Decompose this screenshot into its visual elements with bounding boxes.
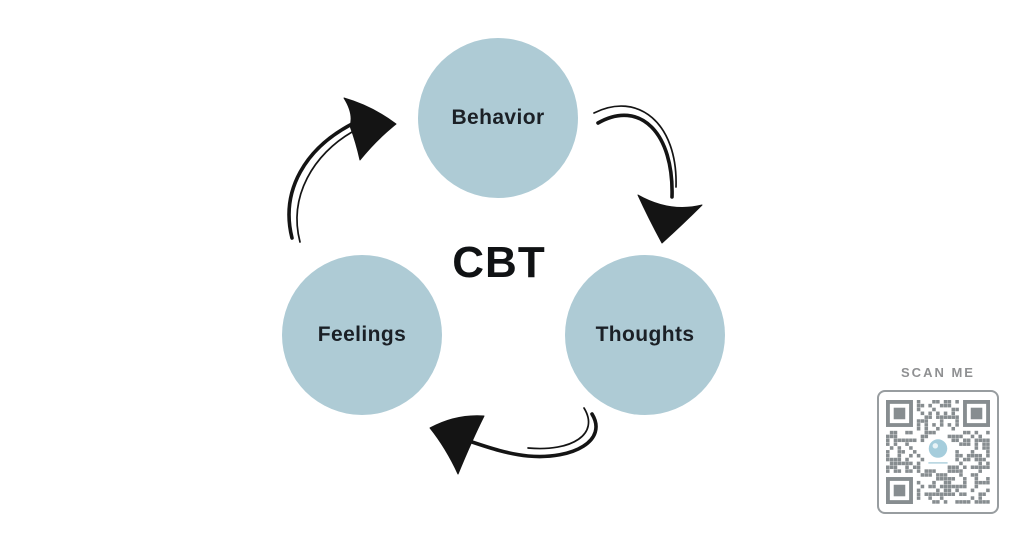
node-thoughts-label: Thoughts bbox=[595, 323, 695, 346]
scan-me-label: SCAN ME bbox=[901, 365, 975, 380]
curved-arrow-thoughts-to-feelings-icon bbox=[429, 407, 598, 475]
curved-arrow-behavior-to-thoughts-icon bbox=[593, 105, 703, 244]
qr-code bbox=[877, 390, 999, 514]
qr-code-svg bbox=[886, 400, 990, 504]
curved-arrow-feelings-to-behavior-icon bbox=[287, 97, 397, 243]
node-behavior-label: Behavior bbox=[451, 106, 545, 129]
node-thoughts: Thoughts bbox=[565, 255, 725, 415]
node-feelings-label: Feelings bbox=[317, 323, 407, 346]
center-title: CBT bbox=[452, 238, 546, 287]
node-feelings: Feelings bbox=[282, 255, 442, 415]
node-behavior: Behavior bbox=[418, 38, 578, 198]
